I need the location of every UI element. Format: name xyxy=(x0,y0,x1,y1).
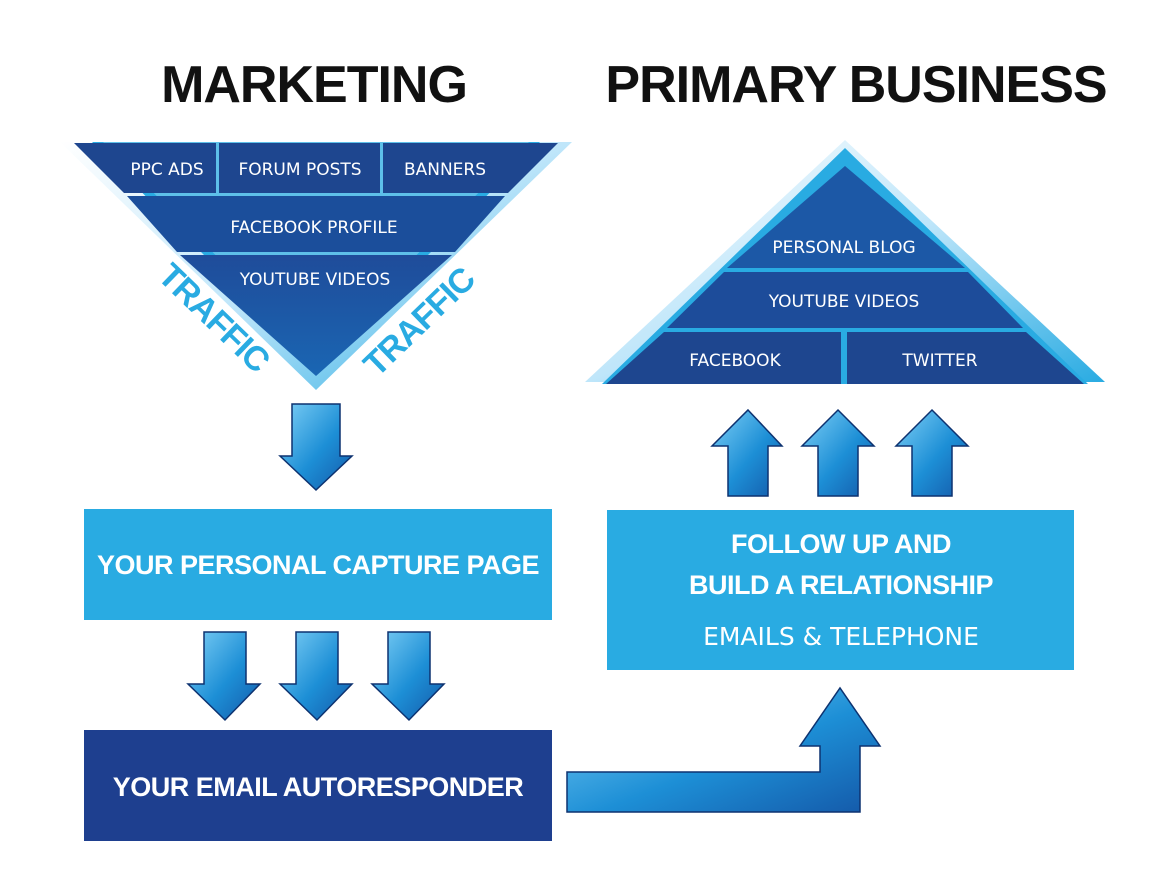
funnel-label-forum-posts: FORUM POSTS xyxy=(238,160,361,180)
pyramid-label-facebook: FACEBOOK xyxy=(689,351,781,371)
up-arrow-icon xyxy=(894,408,970,497)
pyramid-cell-twitter xyxy=(847,332,1084,384)
elbow-arrow-icon xyxy=(566,686,882,813)
down-arrow-icon xyxy=(186,631,262,722)
pyramid-cell-personal-blog xyxy=(727,166,965,268)
capture-page-box xyxy=(84,509,552,620)
funnel-cell-banners xyxy=(383,143,558,193)
funnel-label-youtube-videos: YOUTUBE VIDEOS xyxy=(239,270,391,290)
follow-up-label-line2: BUILD A RELATIONSHIP xyxy=(689,570,993,600)
autoresponder-box xyxy=(84,730,552,841)
funnel-label-ppc-ads: PPC ADS xyxy=(130,160,203,180)
autoresponder-label: YOUR EMAIL AUTORESPONDER xyxy=(113,772,524,802)
marketing-heading: MARKETING xyxy=(161,56,467,114)
capture-page-label: YOUR PERSONAL CAPTURE PAGE xyxy=(97,550,539,580)
funnel-cell-facebook-profile xyxy=(127,196,505,252)
down-arrow-icon xyxy=(370,631,446,722)
pyramid-label-twitter: TWITTER xyxy=(901,351,977,371)
funnel-label-facebook-profile: FACEBOOK PROFILE xyxy=(230,218,397,238)
business-pyramid: PERSONAL BLOG YOUTUBE VIDEOS FACEBOOK TW… xyxy=(585,140,1105,384)
pyramid-label-youtube-videos: YOUTUBE VIDEOS xyxy=(768,292,920,312)
pyramid-cell-youtube-videos xyxy=(667,272,1023,328)
primary-business-heading: PRIMARY BUSINESS xyxy=(605,56,1106,114)
up-arrow-icon xyxy=(800,408,876,497)
funnel-cell-forum-posts xyxy=(219,143,380,193)
funnel-label-banners: BANNERS xyxy=(404,160,486,180)
funnel-cell-youtube-videos xyxy=(180,255,452,376)
pyramid-label-personal-blog: PERSONAL BLOG xyxy=(772,238,915,258)
traffic-funnel: PPC ADS FORUM POSTS BANNERS FACEBOOK PRO… xyxy=(60,142,572,390)
pyramid-cell-facebook xyxy=(606,332,841,384)
funnel-cell-ppc-ads xyxy=(74,143,216,193)
down-arrow-icon xyxy=(278,403,354,492)
follow-up-sublabel: EMAILS & TELEPHONE xyxy=(703,622,979,651)
follow-up-box xyxy=(607,510,1074,670)
follow-up-label-line1: FOLLOW UP AND xyxy=(731,529,951,559)
up-arrow-icon xyxy=(710,408,784,497)
down-arrow-icon xyxy=(278,631,354,722)
